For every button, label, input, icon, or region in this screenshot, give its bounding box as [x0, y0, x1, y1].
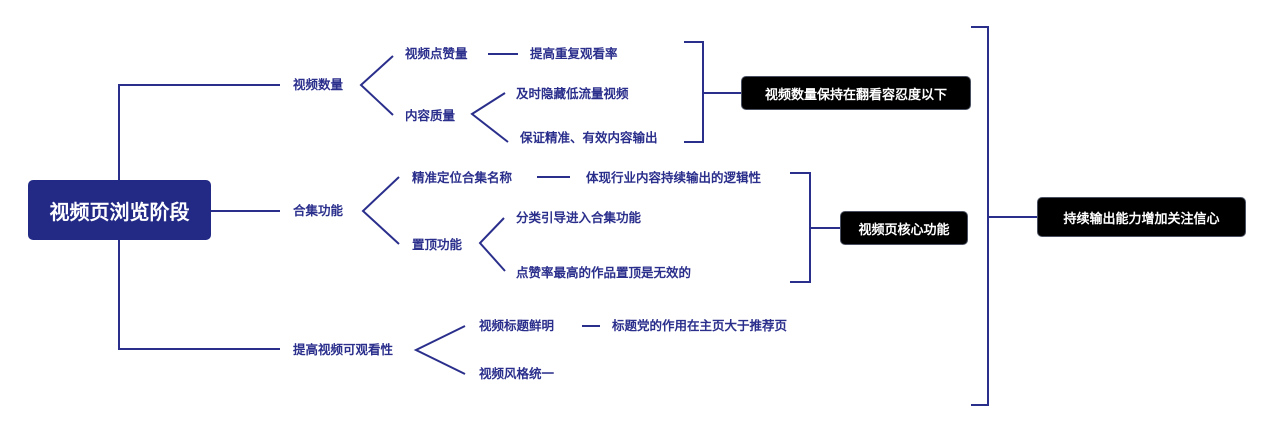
branch2-sub-chevron — [478, 217, 506, 272]
bracket-1 — [684, 41, 704, 143]
node-collection-name[interactable]: 精准定位合集名称 — [412, 170, 513, 185]
summary-overall[interactable]: 持续输出能力增加关注信心 — [1037, 197, 1246, 237]
node-clickbait[interactable]: 标题党的作用在主页大于推荐页 — [612, 318, 788, 333]
branch-video-count[interactable]: 视频数量 — [293, 77, 344, 92]
node-category-guide[interactable]: 分类引导进入合集功能 — [516, 210, 642, 225]
node-likes[interactable]: 视频点赞量 — [405, 46, 468, 61]
root-node[interactable]: 视频页浏览阶段 — [28, 180, 211, 240]
node-content-quality[interactable]: 内容质量 — [405, 108, 456, 123]
node-hide-low-traffic[interactable]: 及时隐藏低流量视频 — [516, 86, 629, 101]
branch-watchability[interactable]: 提高视频可观看性 — [293, 342, 394, 357]
root-connector-top — [118, 84, 280, 180]
node-consistent-style[interactable]: 视频风格统一 — [479, 366, 555, 381]
branch1-chevron — [359, 55, 394, 116]
node-pin[interactable]: 置顶功能 — [412, 237, 463, 252]
bracket-2 — [790, 172, 811, 283]
node-pin-invalid[interactable]: 点赞率最高的作品置顶是无效的 — [516, 265, 692, 280]
node-logic[interactable]: 体现行业内容持续输出的逻辑性 — [586, 170, 762, 185]
summary-core-function[interactable]: 视频页核心功能 — [840, 211, 968, 245]
branch2-chevron — [361, 176, 400, 245]
bracket-overall — [971, 26, 989, 406]
branch-collection[interactable]: 合集功能 — [293, 203, 344, 218]
branch3-chevron — [413, 325, 466, 375]
node-precise-output[interactable]: 保证精准、有效内容输出 — [520, 130, 658, 145]
branch1-sub-chevron — [470, 92, 509, 143]
root-connector-bottom — [118, 240, 280, 350]
summary-video-count[interactable]: 视频数量保持在翻看容忍度以下 — [741, 76, 971, 110]
node-rewatch[interactable]: 提高重复观看率 — [530, 46, 618, 61]
node-clear-title[interactable]: 视频标题鲜明 — [479, 318, 555, 333]
